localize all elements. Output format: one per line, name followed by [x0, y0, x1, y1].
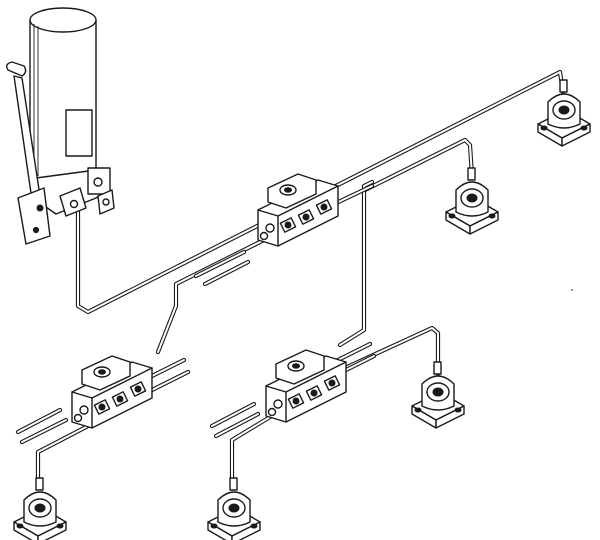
- progressive-divider-valve-icon: [257, 173, 339, 247]
- lubrication-piping: [15, 69, 566, 491]
- pipe-left-feed: [155, 235, 271, 355]
- pillow-block-bearing-icon: [207, 477, 261, 540]
- progressive-divider-valve-icon: [71, 355, 153, 429]
- manual-lubrication-pump-icon: [5, 7, 115, 245]
- speck: [571, 289, 573, 291]
- progressive-divider-valve-icon: [265, 349, 347, 423]
- pipe-middle-feed: [337, 179, 375, 348]
- pillow-block-bearing-icon: [537, 79, 591, 147]
- pipe-bearing-4: [35, 423, 91, 491]
- pillow-block-bearing-icon: [411, 361, 465, 429]
- pillow-block-bearing-icon: [13, 477, 67, 540]
- pillow-block-bearing-icon: [445, 167, 499, 235]
